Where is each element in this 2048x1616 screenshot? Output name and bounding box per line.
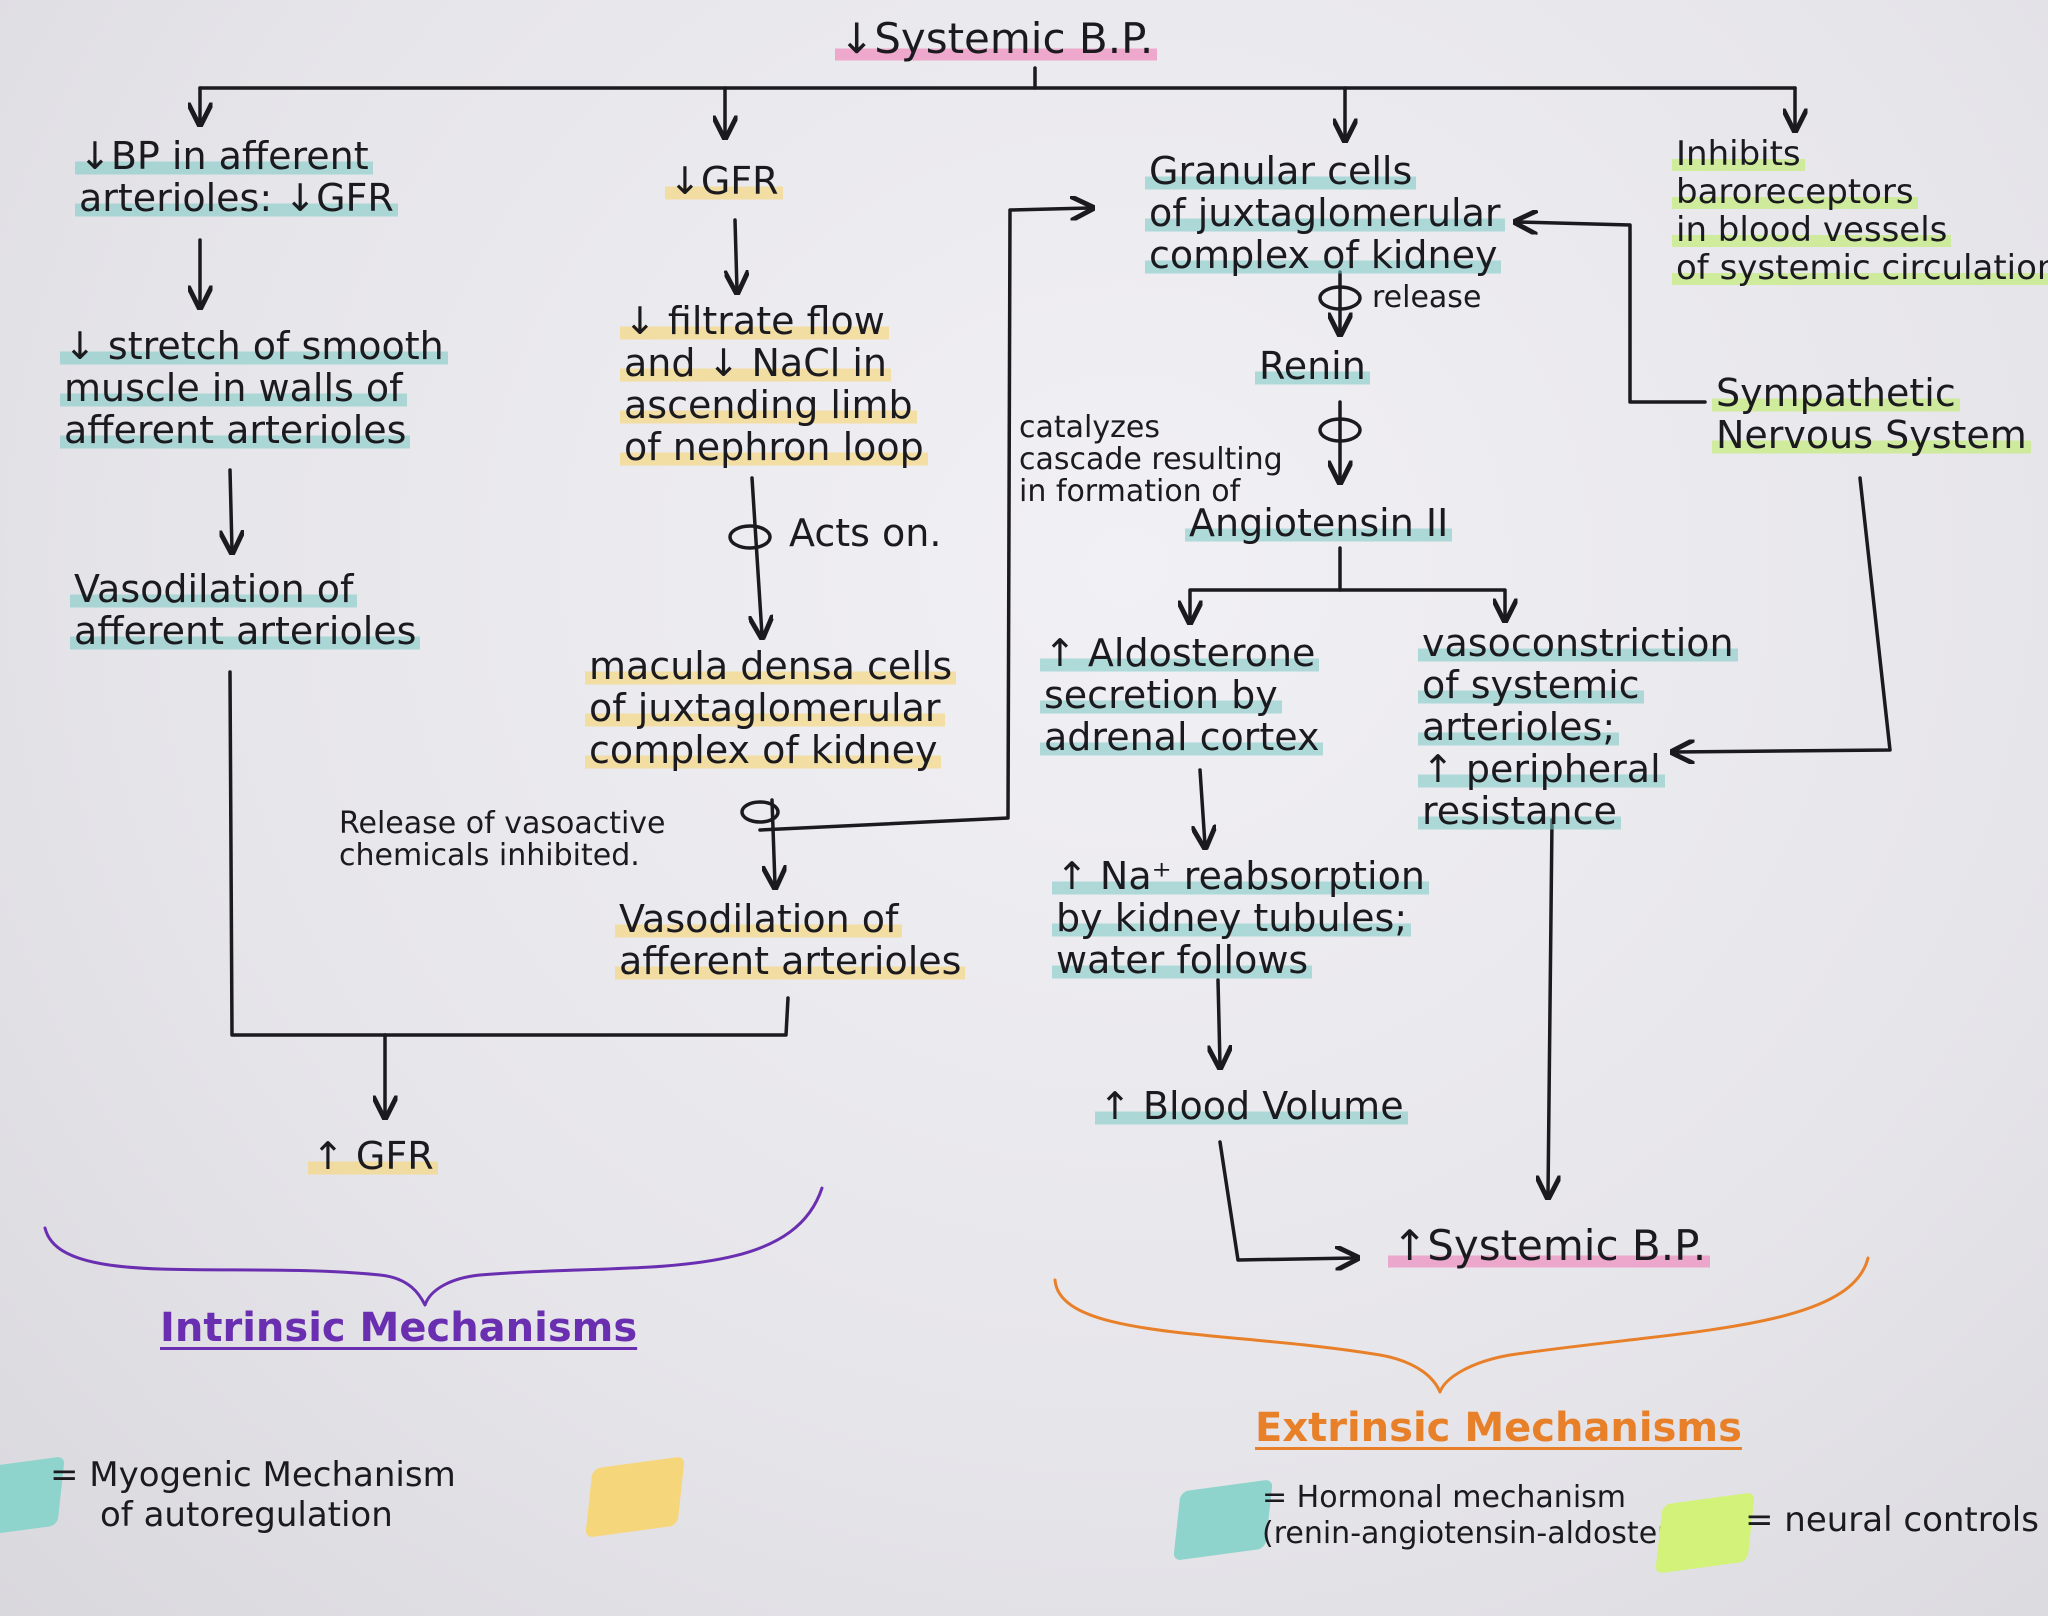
right-catalyzes-label: catalyzes cascade resulting in formation…: [1019, 410, 1283, 509]
release-symbol: [1318, 285, 1362, 311]
extrinsic-mechanisms-label: Extrinsic Mechanisms: [1255, 1405, 1742, 1451]
right-node-na-reabsorption: ↑ Na⁺ reabsorption by kidney tubules; wa…: [1052, 854, 1429, 982]
arrow-left-2: [230, 468, 232, 550]
arrow-vaso-to-bp: [1548, 818, 1552, 1195]
right-release-label: release: [1372, 280, 1482, 315]
arrow-na-to-bv: [1218, 978, 1220, 1065]
mid-node-filtrate: ↓ filtrate flow and ↓ NaCl in ascending …: [620, 299, 928, 469]
legend-swatch-yellow: [585, 1456, 685, 1538]
mid-release-inhibited: Release of vasoactive chemicals inhibite…: [339, 806, 666, 873]
line-to-granular: [758, 208, 1090, 832]
top-node-systemic-bp-decrease: ↓Systemic B.P.: [835, 14, 1158, 63]
right-node-granular-cells: Granular cells of juxtaglomerular comple…: [1145, 149, 1505, 277]
intrinsic-brace: [43, 1186, 824, 1307]
left-node-bp-afferent: ↓BP in afferent arterioles: ↓GFR: [75, 134, 398, 220]
right-node-aldosterone: ↑ Aldosterone secretion by adrenal corte…: [1040, 631, 1324, 759]
catalyzes-symbol: [1318, 417, 1362, 443]
right-node-vasoconstriction: vasoconstriction of systemic arterioles;…: [1418, 621, 1738, 833]
left-node-vasodilation: Vasodilation of afferent arterioles: [70, 567, 421, 653]
legend-swatch-teal: [1173, 1479, 1273, 1561]
mid-node-macula-densa: macula densa cells of juxtaglomerular co…: [585, 644, 957, 772]
arrow-bv-to-bp: [1218, 1140, 1355, 1260]
mid-node-vasodilation: Vasodilation of afferent arterioles: [615, 897, 966, 983]
right-node-angiotensin: Angiotensin II: [1185, 501, 1453, 545]
right-node-blood-volume: ↑ Blood Volume: [1095, 1084, 1408, 1128]
far-right-node-inhibits-baroreceptors: Inhibits baroreceptors in blood vessels …: [1672, 134, 2048, 288]
legend-swatch-green: [1655, 1492, 1755, 1574]
right-node-renin: Renin: [1255, 344, 1370, 388]
angiotensin-split: [1190, 546, 1342, 620]
mid-acts-on-label: Acts on.: [789, 511, 942, 555]
node-systemic-bp-increase: ↑Systemic B.P.: [1388, 1221, 1711, 1270]
line-sympathetic-to-granular: [1518, 222, 1707, 404]
arrow-mid-3: [772, 798, 775, 885]
intrinsic-mechanisms-label: Intrinsic Mechanisms: [160, 1305, 638, 1351]
inhibited-symbol: [740, 800, 780, 824]
arrow-aldo-to-na: [1200, 768, 1205, 845]
far-right-node-sympathetic: Sympathetic Nervous System: [1712, 371, 2031, 457]
legend-myogenic: = Myogenic Mechanism of autoregulation: [50, 1455, 456, 1535]
acts-on-symbol: [728, 524, 772, 550]
node-gfr-increase: ↑ GFR: [308, 1134, 438, 1178]
legend-neural: = neural controls: [1745, 1500, 2039, 1540]
arrow-mid-1: [735, 218, 737, 290]
arrow-mid-2: [752, 476, 762, 635]
top-label: ↓Systemic B.P.: [835, 14, 1158, 63]
line-left-down: [228, 670, 387, 1037]
angiotensin-split-right: [1338, 588, 1505, 618]
line-sympathetic-to-vaso: [1675, 476, 1892, 752]
line-mid-to-join: [383, 996, 790, 1037]
mid-node-gfr-decrease: ↓GFR: [665, 159, 783, 203]
left-node-stretch: ↓ stretch of smooth muscle in walls of a…: [60, 324, 448, 452]
extrinsic-brace: [1053, 1256, 1870, 1394]
